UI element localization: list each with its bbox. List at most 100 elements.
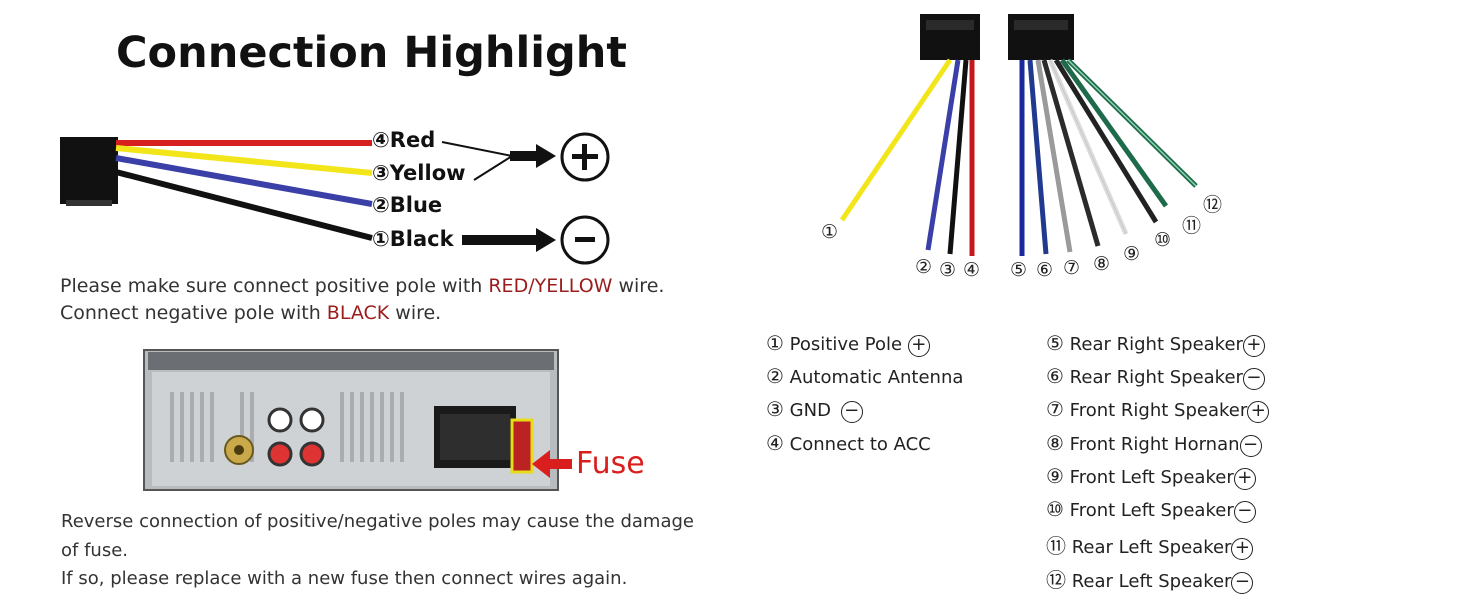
legend-num: ⑩ xyxy=(1046,497,1064,521)
legend-text: Front Left Speaker xyxy=(1069,467,1234,488)
pin-number: ⑧ xyxy=(1093,253,1111,275)
legend-item: ⑨ Front Left Speaker+ xyxy=(1046,464,1256,490)
legend-item: ⑤ Rear Right Speaker+ xyxy=(1046,331,1265,357)
pin-number: ④ xyxy=(963,259,981,281)
arrow-to-minus xyxy=(462,228,556,252)
harness-wire-8 xyxy=(1041,59,1101,247)
legend-text: Rear Left Speaker xyxy=(1071,571,1232,592)
minus-sign-icon: − xyxy=(1242,368,1265,390)
harness-wire-10 xyxy=(1053,58,1159,224)
legend-num: ⑪ xyxy=(1046,534,1066,558)
wire-label-red: ④Red xyxy=(372,128,435,152)
harness-wire-3-black xyxy=(947,59,969,255)
legend-item: ② Automatic Antenna xyxy=(766,364,963,388)
pin-number: ⑩ xyxy=(1154,229,1172,251)
legend-item: ⑧ Front Right Hornan− xyxy=(1046,431,1262,457)
wire-num: ④ xyxy=(372,128,390,152)
connector-block-speakers xyxy=(1008,14,1074,60)
minus-sign-icon: − xyxy=(840,401,863,423)
legend-num: ⑨ xyxy=(1046,464,1064,488)
legend-num: ③ xyxy=(766,397,784,421)
wire-label-black: ①Black xyxy=(372,227,454,251)
legend-text: Connect to ACC xyxy=(789,434,931,455)
harness-wire-12-stripe xyxy=(1067,59,1197,187)
pin-number: ⑪ xyxy=(1182,215,1202,237)
plus-sign-icon: + xyxy=(907,335,930,357)
plus-sign-icon: + xyxy=(1231,538,1254,560)
wire-name: Blue xyxy=(389,193,443,217)
wire-black xyxy=(115,169,373,241)
wire-num: ① xyxy=(372,227,390,251)
connector-block-power xyxy=(920,14,980,60)
minus-sign-icon: − xyxy=(1233,501,1256,523)
pointer-line-yellow xyxy=(473,155,513,181)
legend-item: ① Positive Pole + xyxy=(766,331,930,357)
connector-block-left xyxy=(60,137,118,206)
harness-wire-1-yellow xyxy=(839,58,953,222)
pointer-line-red xyxy=(441,141,513,157)
wire-num: ② xyxy=(372,193,390,217)
polarity-note-line1: Please make sure connect positive pole w… xyxy=(60,273,664,300)
pin-number: ⑦ xyxy=(1063,257,1081,279)
legend-item: ⑦ Front Right Speaker+ xyxy=(1046,397,1270,423)
note-text: Connect negative pole with xyxy=(60,302,327,324)
fuse-warning-line1: Reverse connection of positive/negative … xyxy=(61,511,694,532)
legend-item: ⑫ Rear Left Speaker− xyxy=(1046,564,1254,594)
page-title: Connection Highlight xyxy=(116,28,627,78)
plus-sign-icon: + xyxy=(1233,468,1256,490)
wire-num: ③ xyxy=(372,161,390,185)
note-text: wire. xyxy=(612,275,665,297)
minus-sign-icon: − xyxy=(1239,435,1262,457)
radio-back-panel-image xyxy=(143,349,559,491)
legend-item: ⑪ Rear Left Speaker+ xyxy=(1046,530,1254,560)
fuse-warning-note: Reverse connection of positive/negative … xyxy=(61,508,694,594)
fuse-label: Fuse xyxy=(576,446,645,481)
wire-label-yellow: ③Yellow xyxy=(372,161,466,185)
legend-num: ⑫ xyxy=(1046,568,1066,592)
pin-number: ⑥ xyxy=(1036,259,1054,281)
legend-item: ④ Connect to ACC xyxy=(766,431,931,455)
legend-item: ③ GND − xyxy=(766,397,863,423)
legend-num: ⑦ xyxy=(1046,397,1064,421)
wire-blue xyxy=(115,155,373,207)
wire-label-blue: ②Blue xyxy=(372,193,442,217)
legend-num: ④ xyxy=(766,431,784,455)
legend-num: ⑧ xyxy=(1046,431,1064,455)
wire-yellow xyxy=(115,145,373,176)
legend-text: GND xyxy=(789,400,831,421)
plus-sign-icon: + xyxy=(1242,335,1265,357)
pin-number: ⑤ xyxy=(1010,259,1028,281)
harness-wire-11 xyxy=(1059,58,1169,208)
polarity-note-line2: Connect negative pole with BLACK wire. xyxy=(60,300,664,327)
legend-text: Positive Pole xyxy=(789,334,903,355)
wire-name: Yellow xyxy=(389,161,466,185)
legend-text: Rear Right Speaker xyxy=(1069,334,1243,355)
pin-number: ② xyxy=(915,256,933,278)
harness-wire-9-outline xyxy=(1049,59,1127,235)
note-red-text: RED/YELLOW xyxy=(488,275,613,297)
legend-item: ⑥ Rear Right Speaker− xyxy=(1046,364,1265,390)
legend-text: Front Right Hornan xyxy=(1069,434,1240,455)
harness-wire-6 xyxy=(1027,59,1049,255)
legend-num: ② xyxy=(766,364,784,388)
note-text: Please make sure connect positive pole w… xyxy=(60,275,489,297)
pin-number: ① xyxy=(821,221,839,243)
wire-name: Black xyxy=(389,227,454,251)
plus-sign-icon: + xyxy=(1247,401,1270,423)
legend-item: ⑩ Front Left Speaker− xyxy=(1046,497,1256,523)
polarity-note: Please make sure connect positive pole w… xyxy=(60,273,664,327)
pin-number: ⑫ xyxy=(1203,194,1223,216)
pin-number: ⑨ xyxy=(1123,243,1141,265)
pin-number: ③ xyxy=(939,259,957,281)
legend-text: Front Left Speaker xyxy=(1069,500,1234,521)
wire-name: Red xyxy=(389,128,436,152)
fuse-warning-line3: If so, please replace with a new fuse th… xyxy=(61,568,628,589)
fuse-warning-line2: of fuse. xyxy=(61,539,128,561)
legend-num: ⑤ xyxy=(1046,331,1064,355)
note-text: wire. xyxy=(389,302,442,324)
legend-num: ① xyxy=(766,331,784,355)
legend-text: Rear Right Speaker xyxy=(1069,367,1243,388)
legend-text: Front Right Speaker xyxy=(1069,400,1248,421)
note-red-text: BLACK xyxy=(326,302,390,324)
